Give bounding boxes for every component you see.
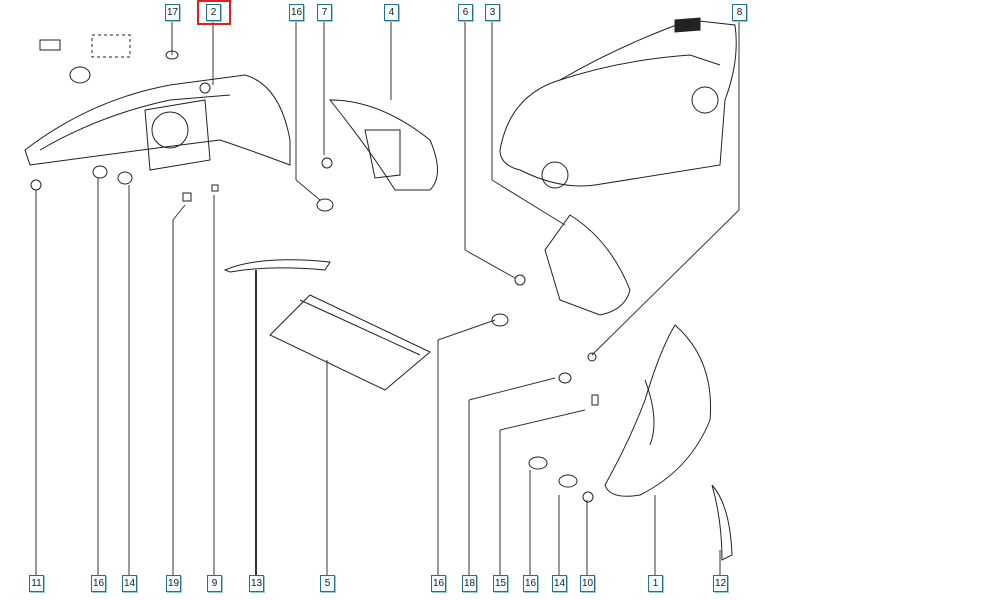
- callout-18[interactable]: 18: [462, 575, 477, 592]
- callout-17[interactable]: 17: [165, 4, 180, 21]
- callout-3[interactable]: 3: [485, 4, 500, 21]
- rear-lamp-assembly-left: [24, 34, 291, 202]
- callout-10[interactable]: 10: [580, 575, 595, 592]
- highlight-box: [197, 0, 231, 25]
- callout-4[interactable]: 4: [384, 4, 399, 21]
- car-illustration: [499, 17, 737, 189]
- callout-11[interactable]: 11: [29, 575, 44, 592]
- callout-14[interactable]: 14: [552, 575, 567, 592]
- callout-16[interactable]: 16: [431, 575, 446, 592]
- rear-lamp-assembly-right: [491, 214, 631, 327]
- third-brake-lamp: [269, 294, 431, 391]
- callout-15[interactable]: 15: [493, 575, 508, 592]
- callout-7[interactable]: 7: [317, 4, 332, 21]
- callout-1[interactable]: 1: [648, 575, 663, 592]
- reflector-strip: [223, 259, 331, 273]
- leader-lines: [35, 20, 740, 575]
- rear-lamp-outer-right: [528, 324, 712, 503]
- callout-2[interactable]: 2: [206, 4, 221, 21]
- callout-6[interactable]: 6: [458, 4, 473, 21]
- callout-16[interactable]: 16: [91, 575, 106, 592]
- callout-5[interactable]: 5: [320, 575, 335, 592]
- callout-12[interactable]: 12: [713, 575, 728, 592]
- callout-19[interactable]: 19: [166, 575, 181, 592]
- callout-14[interactable]: 14: [122, 575, 137, 592]
- rear-lamp-assembly-center: [316, 99, 438, 212]
- callout-16[interactable]: 16: [289, 4, 304, 21]
- callout-16[interactable]: 16: [523, 575, 538, 592]
- callout-8[interactable]: 8: [732, 4, 747, 21]
- callout-9[interactable]: 9: [207, 575, 222, 592]
- side-reflector: [711, 484, 733, 561]
- callout-13[interactable]: 13: [249, 575, 264, 592]
